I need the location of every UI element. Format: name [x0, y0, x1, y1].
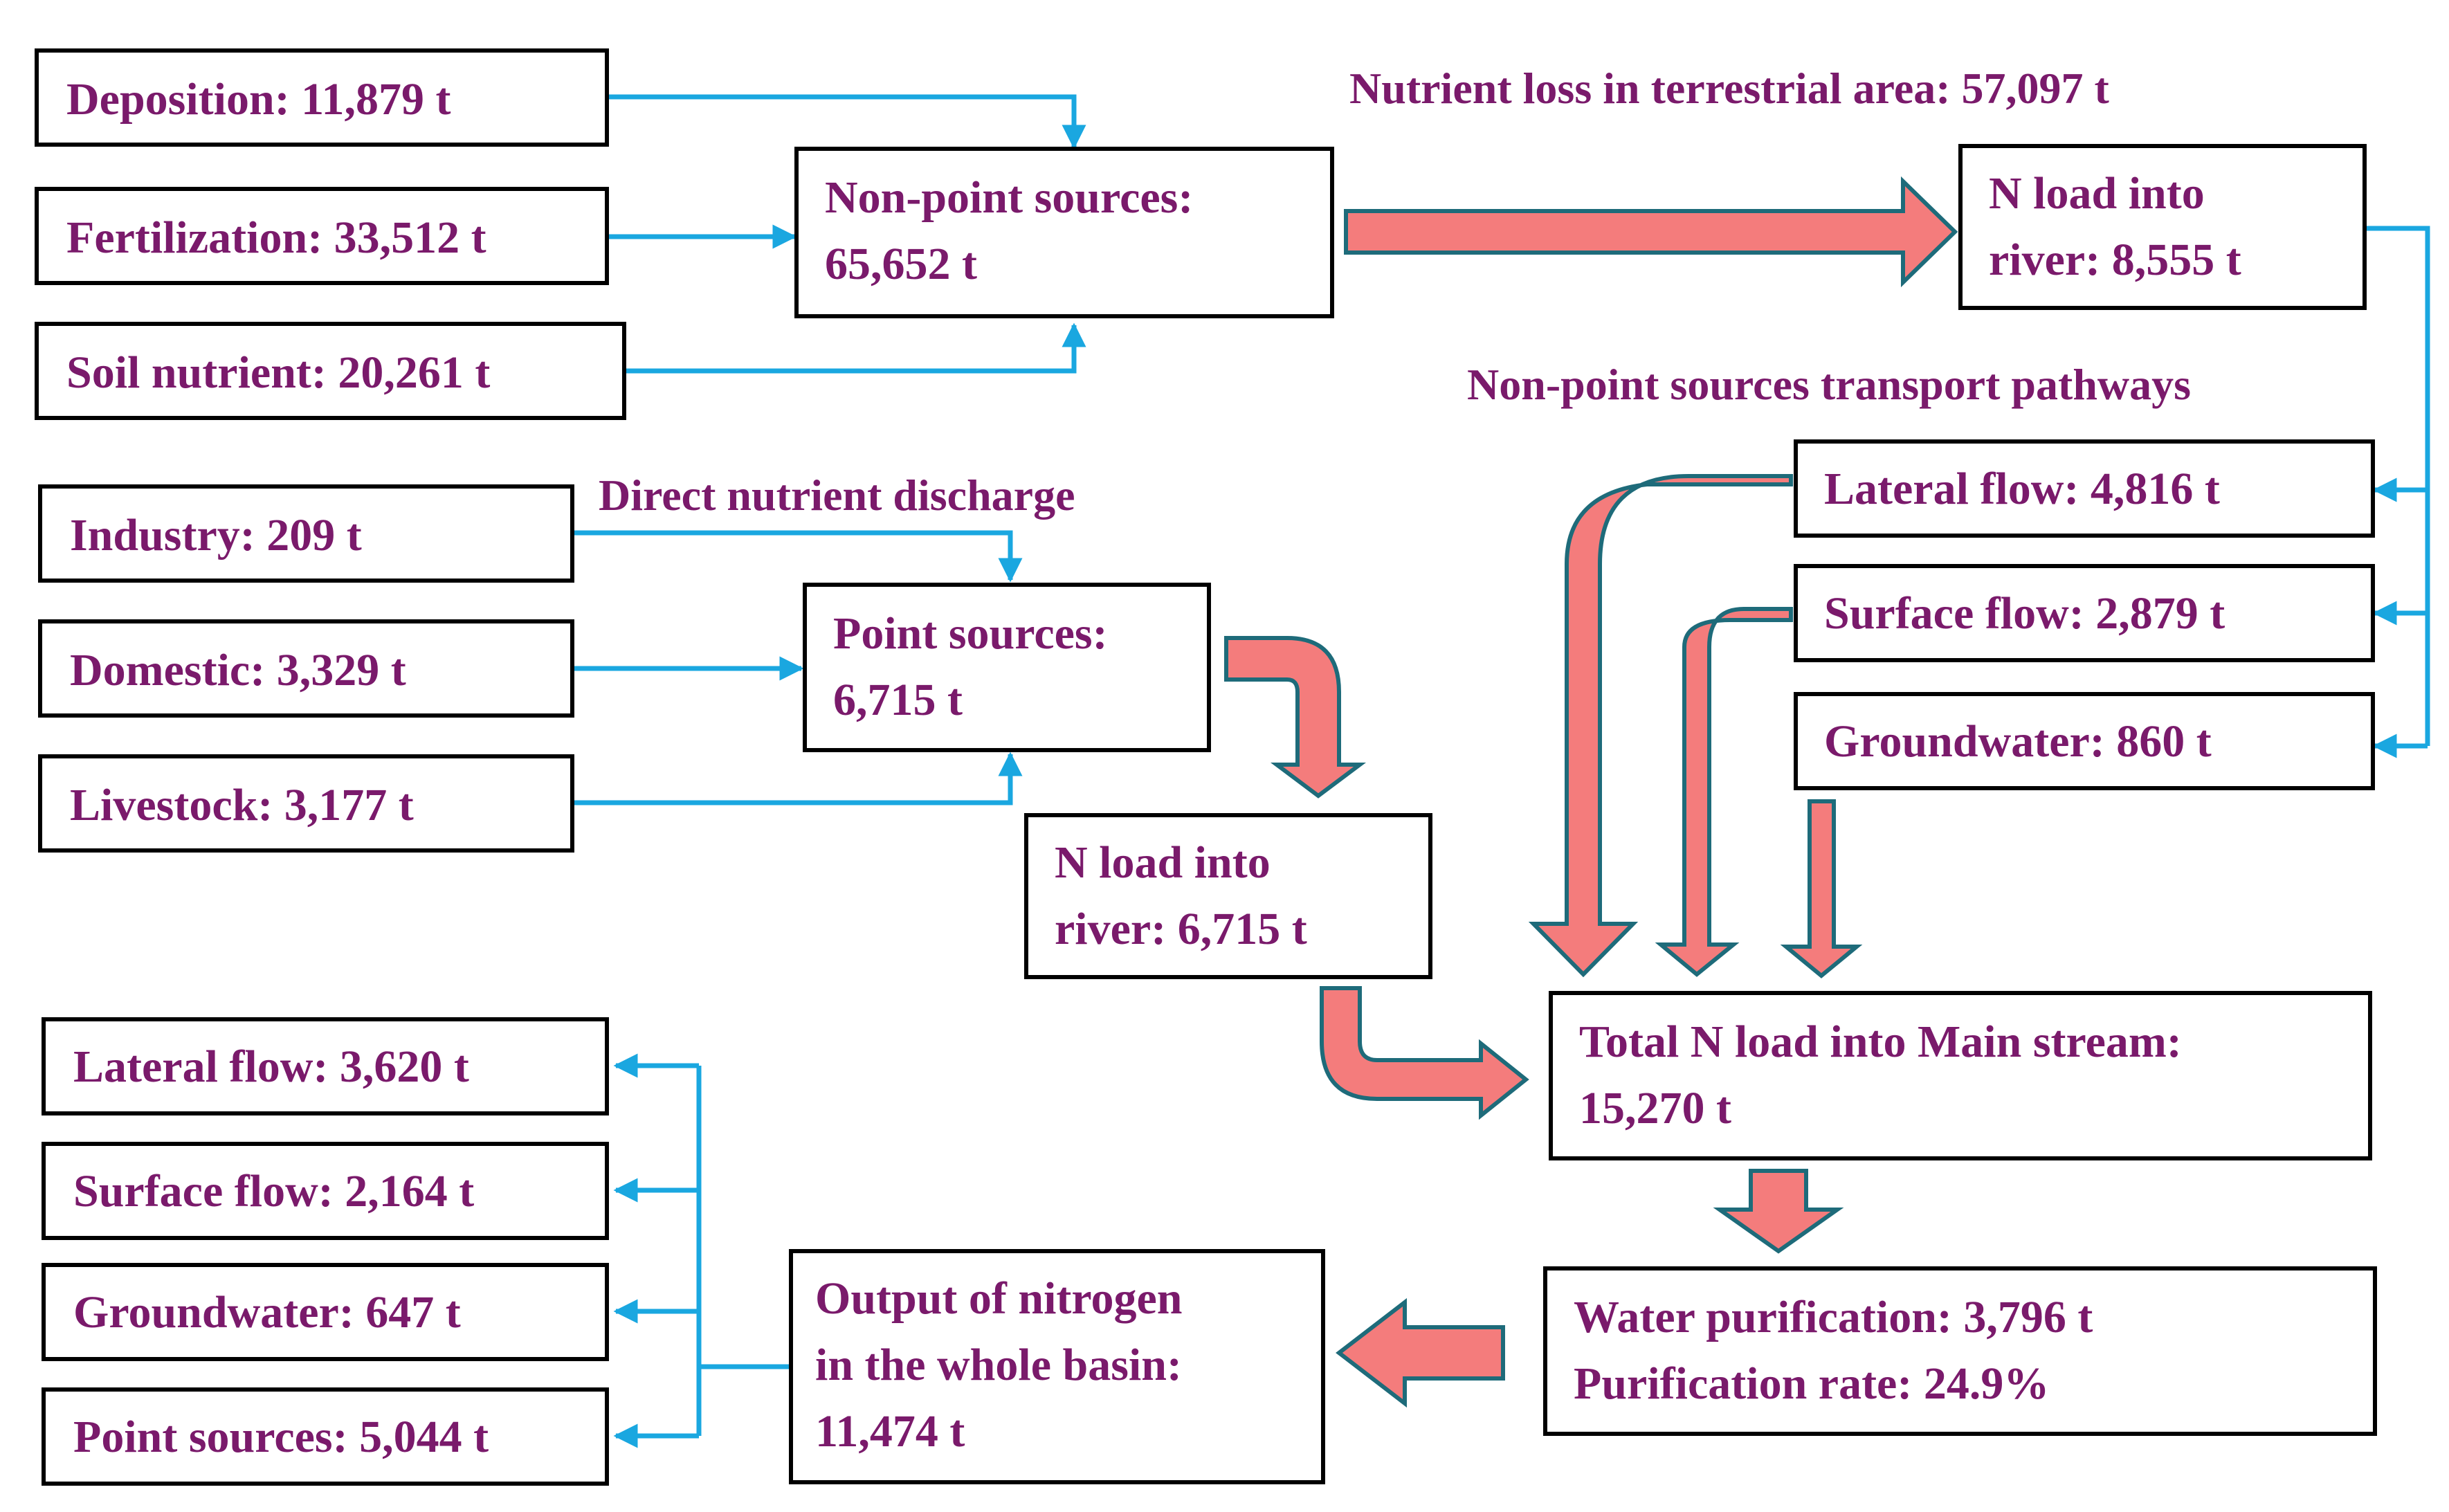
arrow-lateral-to-total: [1528, 474, 1793, 978]
basin-output-line3: 11,474 t: [815, 1406, 965, 1457]
arrow-load-to-total: [1320, 986, 1529, 1120]
output-connectors: [613, 1053, 790, 1448]
point-n-load-line2: river: 6,715 t: [1055, 904, 1307, 954]
industry-label: Industry: 209 t: [70, 510, 362, 561]
pathway-lateral-box: Lateral flow: 4,816 t: [1794, 439, 2375, 538]
terrestrial-loss-line2: terrestrial area: 57,097 t: [1650, 64, 2109, 113]
water-purification-box: Water purification: 3,796 t Purification…: [1543, 1266, 2377, 1436]
point-n-load-box: N load into river: 6,715 t: [1024, 813, 1432, 979]
nonpoint-n-load-line2: river: 8,555 t: [1989, 235, 2241, 285]
connector-livestock: [574, 752, 1023, 805]
connector-trunk-right: [2367, 226, 2430, 746]
arrow-purification-to-output: [1336, 1297, 1505, 1408]
arrow-total-to-purification: [1713, 1169, 1844, 1254]
point-sources-line1: Point sources:: [833, 608, 1108, 659]
pathway-lateral-label: Lateral flow: 4,816 t: [1824, 464, 2220, 514]
point-n-load-line1: N load into: [1055, 837, 1271, 888]
pathway-connectors: [2367, 226, 2430, 758]
basin-output-line1: Output of nitrogen: [815, 1273, 1183, 1324]
connector-industry: [574, 530, 1023, 583]
terrestrial-loss-label: Nutrient loss in terrestrial area: 57,09…: [1349, 55, 2109, 122]
livestock-box: Livestock: 3,177 t: [38, 754, 574, 853]
pathway-surface-box: Surface flow: 2,879 t: [1794, 564, 2375, 662]
fertilization-label: Fertilization: 33,512 t: [66, 212, 486, 263]
nonpoint-line2: 65,652 t: [825, 239, 977, 289]
nonpoint-input-connectors: [609, 94, 1086, 374]
deposition-label: Deposition: 11,879 t: [66, 74, 451, 125]
nonpoint-n-load-box: N load into river: 8,555 t: [1958, 144, 2367, 310]
arrow-terrestrial-loss: [1344, 176, 1958, 288]
pathway-groundwater-box: Groundwater: 860 t: [1794, 692, 2375, 790]
deposition-box: Deposition: 11,879 t: [35, 48, 609, 147]
soil-nutrient-label: Soil nutrient: 20,261 t: [66, 347, 491, 398]
terrestrial-loss-line1: Nutrient loss in: [1349, 64, 1640, 113]
point-input-connectors: [574, 530, 1023, 805]
out-surface-label: Surface flow: 2,164 t: [73, 1166, 475, 1217]
nonpoint-sources-box: Non-point sources: 65,652 t: [794, 147, 1334, 318]
basin-output-line2: in the whole basin:: [815, 1340, 1182, 1390]
basin-output-box: Output of nitrogen in the whole basin: 1…: [789, 1249, 1325, 1484]
point-sources-line2: 6,715 t: [833, 675, 963, 725]
point-sources-box: Point sources: 6,715 t: [803, 583, 1211, 752]
pathway-surface-label: Surface flow: 2,879 t: [1824, 588, 2225, 639]
water-purification-line2: Purification rate: 24.9%: [1574, 1358, 2050, 1409]
connector-deposition: [609, 94, 1086, 149]
industry-box: Industry: 209 t: [38, 484, 574, 583]
domestic-label: Domestic: 3,329 t: [70, 645, 406, 695]
domestic-box: Domestic: 3,329 t: [38, 619, 574, 718]
out-lateral-box: Lateral flow: 3,620 t: [42, 1017, 609, 1115]
out-groundwater-label: Groundwater: 647 t: [73, 1287, 461, 1338]
out-groundwater-box: Groundwater: 647 t: [42, 1263, 609, 1361]
connector-soil-nutrient: [626, 322, 1086, 374]
direct-discharge-label: Direct nutrient discharge: [599, 471, 1075, 520]
arrow-surface-to-total: [1655, 607, 1793, 977]
total-n-load-line1: Total N load into Main stream:: [1579, 1017, 2182, 1067]
flow-arrows: [1224, 176, 1958, 1408]
arrow-point-to-load: [1224, 636, 1366, 799]
total-n-load-line2: 15,270 t: [1579, 1083, 1731, 1133]
water-purification-line1: Water purification: 3,796 t: [1574, 1292, 2093, 1342]
out-surface-box: Surface flow: 2,164 t: [42, 1142, 609, 1240]
soil-nutrient-box: Soil nutrient: 20,261 t: [35, 322, 626, 420]
livestock-label: Livestock: 3,177 t: [70, 780, 414, 830]
fertilization-box: Fertilization: 33,512 t: [35, 187, 609, 285]
out-lateral-label: Lateral flow: 3,620 t: [73, 1041, 469, 1092]
out-point-label: Point sources: 5,044 t: [73, 1412, 489, 1462]
nonpoint-line1: Non-point sources:: [825, 172, 1194, 223]
nonpoint-n-load-line1: N load into: [1989, 168, 2205, 219]
total-n-load-box: Total N load into Main stream: 15,270 t: [1549, 991, 2372, 1160]
out-point-box: Point sources: 5,044 t: [42, 1387, 609, 1486]
arrow-groundwater-to-total: [1780, 799, 1863, 978]
pathway-groundwater-label: Groundwater: 860 t: [1824, 716, 2212, 767]
pathways-label: Non-point sources transport pathways: [1467, 360, 2192, 409]
